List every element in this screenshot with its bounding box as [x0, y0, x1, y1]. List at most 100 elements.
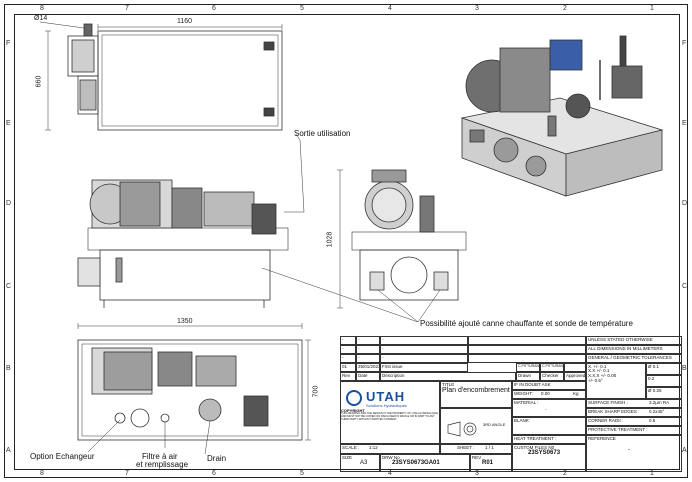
rev-row1-extra: [468, 336, 586, 345]
revision-cell: REV R01: [470, 454, 512, 472]
top-view: [39, 21, 283, 131]
inner-frame: [14, 14, 680, 470]
zone-left-A: A: [6, 447, 11, 454]
zone-top-5: 5: [300, 5, 304, 12]
tol-xxx-value: +/- 0.05: [600, 373, 617, 379]
date-header: Date: [356, 372, 380, 381]
isometric-view: [460, 35, 664, 197]
side-view: [261, 169, 467, 323]
projection-label: 3RD ANGLE: [483, 422, 506, 427]
copyright-text: THIS DRAWING AND THE DESIGN IS THE PROPE…: [341, 411, 438, 421]
zone-bottom-6: 6: [212, 470, 216, 477]
zone-bottom-8: 8: [40, 470, 44, 477]
if-in-doubt: IF IN DOUBT ASK: [512, 381, 586, 390]
zone-left-D: D: [6, 200, 12, 207]
projection-cell: 3RD ANGLE: [440, 408, 512, 444]
size-label: SIZE: [342, 454, 353, 460]
unless-stated: UNLESS STATED OTHERWISE: [586, 336, 682, 345]
utah-logo: UTAH Solutions Hydrauliques: [344, 388, 426, 408]
zone-right-A: A: [682, 447, 687, 454]
zone-bottom-5: 5: [300, 470, 304, 477]
rev-row2-rev: -: [340, 345, 356, 354]
custom-files-value: 23SYS0673: [528, 450, 561, 457]
corner-radii-label: CORNER RADII :: [588, 417, 624, 423]
zone-right-D: D: [682, 200, 688, 207]
custom-files-cell: CUSTOM FILES N0 23SYS0673: [512, 444, 586, 472]
rev-header: Rev: [340, 372, 356, 381]
tol-x-value: +/- 0.1: [593, 363, 607, 369]
rev-row2-desc: -: [380, 345, 468, 354]
weight-unit: Kg: [573, 390, 579, 396]
rev-row3-rev: -: [340, 354, 356, 363]
material-cell: MATERIAL : -: [512, 399, 586, 417]
zone-left-E: E: [6, 120, 11, 127]
checker-header: Checker: [540, 372, 564, 381]
option-echangeur-callout: Option Echangeur: [30, 452, 95, 461]
break-edges-value: 0.2x45°: [649, 408, 665, 414]
rev-row4-rev: 01: [340, 363, 356, 372]
outer-frame: [4, 4, 688, 478]
scale-cell: SCALE : 1:12: [340, 444, 440, 454]
revision-label: REV: [472, 454, 482, 460]
heater-sensor-callout: Possibilité ajouté canne chauffante et s…: [420, 319, 633, 328]
zone-top-3: 3: [475, 5, 479, 12]
tolerance-block: X. +/- 0.1 X.X +/- 0.1 X.X.X +/- 0.05 +/…: [586, 363, 646, 399]
tolerances-header: GENERAL / GEOMETRIC TOLERANCES: [586, 354, 682, 363]
title-label: TITLE: [442, 381, 455, 387]
projection-symbol-icon: [447, 421, 477, 437]
rev-row4-approved: [564, 363, 586, 372]
rev-row1-rev: -: [340, 336, 356, 345]
zone-top-1: 1: [650, 5, 654, 12]
zone-bottom-1: 1: [650, 470, 654, 477]
zone-top-8: 8: [40, 5, 44, 12]
filtre-callout: Filtre à air: [142, 452, 178, 461]
zone-top-7: 7: [125, 5, 129, 12]
geo-tolerance-3: Ø 0.25: [646, 387, 682, 399]
title-block: - - - - - - - - - 01 25/01/2023 First is…: [340, 336, 682, 472]
break-edges-label: BREAK SHARP EDGES :: [588, 408, 640, 414]
zone-bottom-4: 4: [388, 470, 392, 477]
zone-left-C: C: [6, 283, 12, 290]
tol-xx-label: X.X: [588, 368, 596, 374]
front-view: [77, 133, 305, 308]
surface-finish-label: SURFACE FINISH :: [588, 399, 628, 405]
zone-right-E: E: [682, 120, 687, 127]
utah-logo-subtitle: Solutions Hydrauliques: [366, 403, 407, 408]
scale-label: SCALE :: [342, 444, 360, 450]
sheet-value: 1 / 1: [485, 444, 494, 450]
description-header: Description: [380, 372, 516, 381]
corner-radii-value: 0.6: [649, 417, 656, 423]
rev-row4-date: 25/01/2023: [356, 363, 380, 372]
corner-radii: CORNER RADII : 0.6: [586, 417, 682, 426]
zone-top-4: 4: [388, 5, 392, 12]
zone-top-2: 2: [563, 5, 567, 12]
width-top-dimension: 1160: [177, 18, 193, 25]
reference-cell: REFERENCE -: [586, 435, 682, 472]
drain-callout: Drain: [207, 454, 227, 463]
zone-right-B: B: [682, 365, 687, 372]
drawn-header: Drawn: [516, 372, 540, 381]
drawing-number-value: 23SYS0673GA01: [392, 460, 440, 467]
rev-row1-date: -: [356, 336, 380, 345]
geo-tolerance-1: Ø 0.1: [646, 363, 682, 375]
material-label: MATERIAL :: [514, 399, 539, 405]
drawing-number-label: DRW No: [382, 454, 400, 460]
reference-value: -: [628, 447, 630, 454]
tol-angle-value: +/- 0.5°: [588, 378, 603, 384]
utah-logo-name: UTAH: [366, 389, 406, 404]
height-side-dimension: 1028: [326, 231, 334, 248]
filtre-callout-line2: et remplissage: [136, 460, 189, 469]
tol-xxx-label: X.X.X: [588, 373, 600, 379]
all-dimensions: ALL DIMENSIONS IN MILLIMETERS: [586, 345, 682, 354]
reference-label: REFERENCE: [588, 435, 616, 441]
break-edges: BREAK SHARP EDGES : 0.2x45°: [586, 408, 682, 417]
rev-row4-checked: C.PITTURAN: [540, 363, 564, 372]
bottom-view: [77, 323, 311, 455]
blank-cell: BLANK:: [512, 417, 586, 435]
rev-row3-extra: [468, 354, 586, 363]
rev-row4-drawn: C.PITTURAN: [516, 363, 540, 372]
copyright-title: COPYRIGHT: [341, 408, 365, 413]
surface-finish-value: 3.2µm RA: [649, 399, 670, 405]
